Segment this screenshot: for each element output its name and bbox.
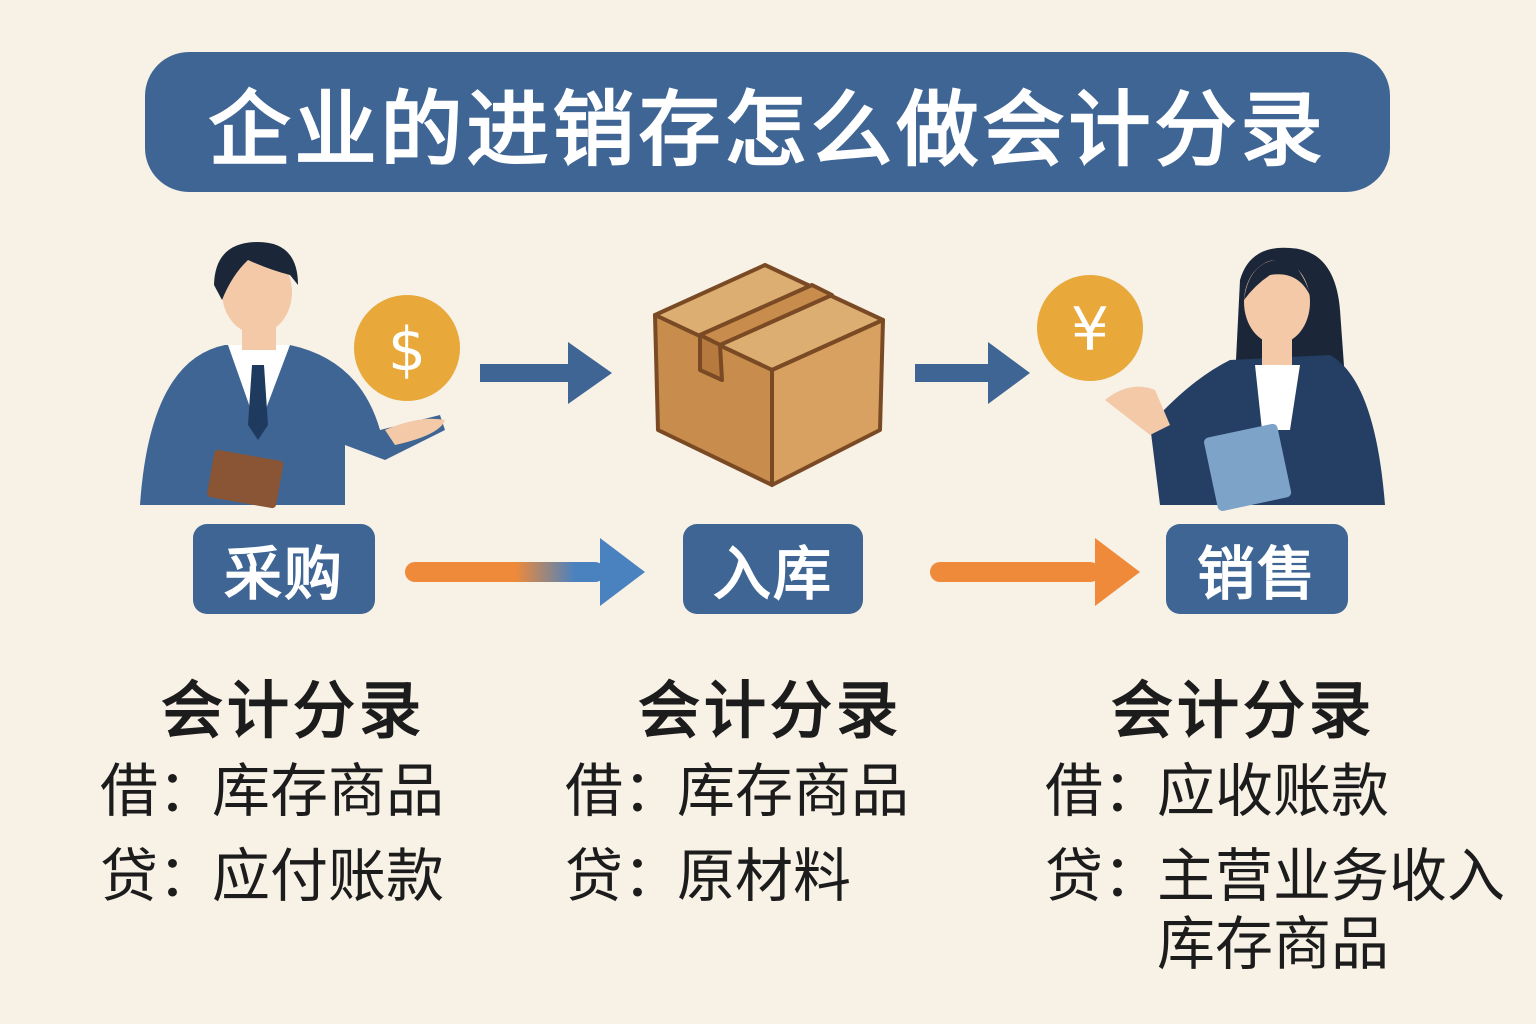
debit-account: 应收账款 <box>1157 757 1390 825</box>
stage-sales: 销售 <box>1166 524 1348 614</box>
debit-account: 库存商品 <box>677 757 910 825</box>
arrow-right-icon <box>480 342 612 404</box>
debit-label: 借： <box>565 757 682 825</box>
stage-label: 入库 <box>712 540 833 608</box>
credit-account: 原材料 <box>677 842 852 910</box>
stage-label: 销售 <box>1196 540 1317 608</box>
dollar-coin-icon: $ <box>354 295 460 401</box>
entry-heading: 会计分录 <box>637 674 902 747</box>
credit-account: 主营业务收入 <box>1157 842 1506 910</box>
svg-text:$: $ <box>388 315 426 385</box>
flow-arrows <box>405 538 1140 606</box>
debit-line: 借：库存商品 <box>100 762 444 820</box>
stage-label: 采购 <box>223 540 344 608</box>
credit-line: 贷：原材料 <box>565 847 851 905</box>
credit-line: 贷：主营业务收入 <box>1045 847 1505 905</box>
entry-heading: 会计分录 <box>1110 674 1375 747</box>
credit-line: 库存商品 <box>1157 915 1389 973</box>
package-box-icon <box>653 263 885 487</box>
entry-heading: 会计分录 <box>160 674 425 747</box>
credit-label: 贷： <box>565 842 682 910</box>
credit-line: 贷：应付账款 <box>100 847 444 905</box>
stage-warehousing: 入库 <box>683 524 863 614</box>
illustration-row: $ ¥ <box>140 242 1385 511</box>
page-title: 企业的进销存怎么做会计分录 <box>208 82 1327 178</box>
title-banner: 企业的进销存怎么做会计分录 <box>145 52 1390 192</box>
credit-label: 贷： <box>100 842 217 910</box>
yen-coin-icon: ¥ <box>1037 275 1143 381</box>
buyer-person-icon <box>140 242 445 509</box>
flow-arrow-icon <box>405 538 645 606</box>
flow-arrow-icon <box>930 538 1140 606</box>
stage-purchase: 采购 <box>193 524 375 614</box>
debit-line: 借：库存商品 <box>565 762 909 820</box>
credit-label: 贷： <box>1045 842 1162 910</box>
debit-account: 库存商品 <box>212 757 445 825</box>
credit-account: 应付账款 <box>212 842 445 910</box>
svg-text:¥: ¥ <box>1071 295 1109 365</box>
debit-label: 借： <box>1045 757 1162 825</box>
credit-account: 库存商品 <box>1157 910 1390 978</box>
arrow-right-icon <box>915 342 1030 404</box>
debit-line: 借：应收账款 <box>1045 762 1389 820</box>
seller-person-icon <box>1105 247 1385 511</box>
debit-label: 借： <box>100 757 217 825</box>
